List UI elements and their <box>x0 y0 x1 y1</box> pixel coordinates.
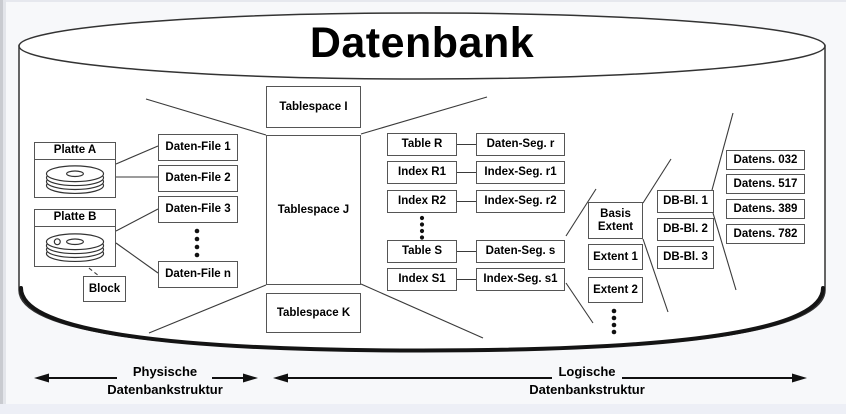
daten-seg-r-box: Daten-Seg. r <box>476 133 565 156</box>
ellipsis-dots <box>194 215 617 335</box>
extent-2-box: Extent 2 <box>588 277 643 303</box>
index-s1-box: Index S1 <box>387 268 457 291</box>
daten-seg-s-box: Daten-Seg. s <box>476 240 565 263</box>
index-seg-s1-box: Index-Seg. s1 <box>476 268 565 291</box>
table-r-box: Table R <box>387 133 457 156</box>
disk-icon <box>45 164 105 194</box>
legend-physical-line2: Datenbankstruktur <box>107 382 223 397</box>
disk-a-box: Platte A <box>34 142 116 198</box>
database-cylinder-top <box>18 12 826 80</box>
diagram-title: Datenbank <box>309 19 535 67</box>
disk-b-box: Platte B <box>34 209 116 267</box>
extent-1-box: Extent 1 <box>588 244 643 270</box>
index-r1-box: Index R1 <box>387 161 457 184</box>
data-file-n-box: Daten-File n <box>158 261 238 288</box>
record-517-box: Datens. 517 <box>726 174 805 194</box>
db-block-1-box: DB-Bl. 1 <box>657 190 714 213</box>
record-782-box: Datens. 782 <box>726 224 805 244</box>
disk-b-label: Platte B <box>35 210 115 227</box>
record-389-box: Datens. 389 <box>726 199 805 219</box>
legend-arrows <box>34 373 807 383</box>
legend-logical-line2: Datenbankstruktur <box>529 382 645 397</box>
tablespace-j-box: Tablespace J <box>266 135 361 285</box>
table-s-box: Table S <box>387 240 457 263</box>
index-seg-r1-box: Index-Seg. r1 <box>476 161 565 184</box>
db-block-2-box: DB-Bl. 2 <box>657 218 714 241</box>
index-seg-r2-box: Index-Seg. r2 <box>476 190 565 213</box>
legend-physical-line1: Physische <box>132 364 198 379</box>
block-marker-icon <box>53 237 61 245</box>
basis-extent-box: Basis Extent <box>588 202 643 239</box>
page-edge-left <box>0 0 3 414</box>
db-block-3-box: DB-Bl. 3 <box>657 246 714 269</box>
disk-icon <box>45 232 105 262</box>
legend-logical-line1: Logische <box>558 364 616 379</box>
data-file-2-box: Daten-File 2 <box>158 165 238 192</box>
database-cylinder-shadow <box>19 286 825 353</box>
index-r2-box: Index R2 <box>387 190 457 213</box>
data-file-3-box: Daten-File 3 <box>158 196 238 223</box>
data-file-1-box: Daten-File 1 <box>158 134 238 161</box>
block-box: Block <box>83 276 126 302</box>
tablespace-i-box: Tablespace I <box>266 86 361 128</box>
page-edge-bottom <box>0 404 846 414</box>
record-032-box: Datens. 032 <box>726 150 805 170</box>
page-edge-left-inner <box>3 0 6 414</box>
disk-a-label: Platte A <box>35 143 115 160</box>
connector-lines <box>55 96 737 339</box>
tablespace-k-box: Tablespace K <box>266 293 361 333</box>
page-edge-top <box>0 0 846 2</box>
